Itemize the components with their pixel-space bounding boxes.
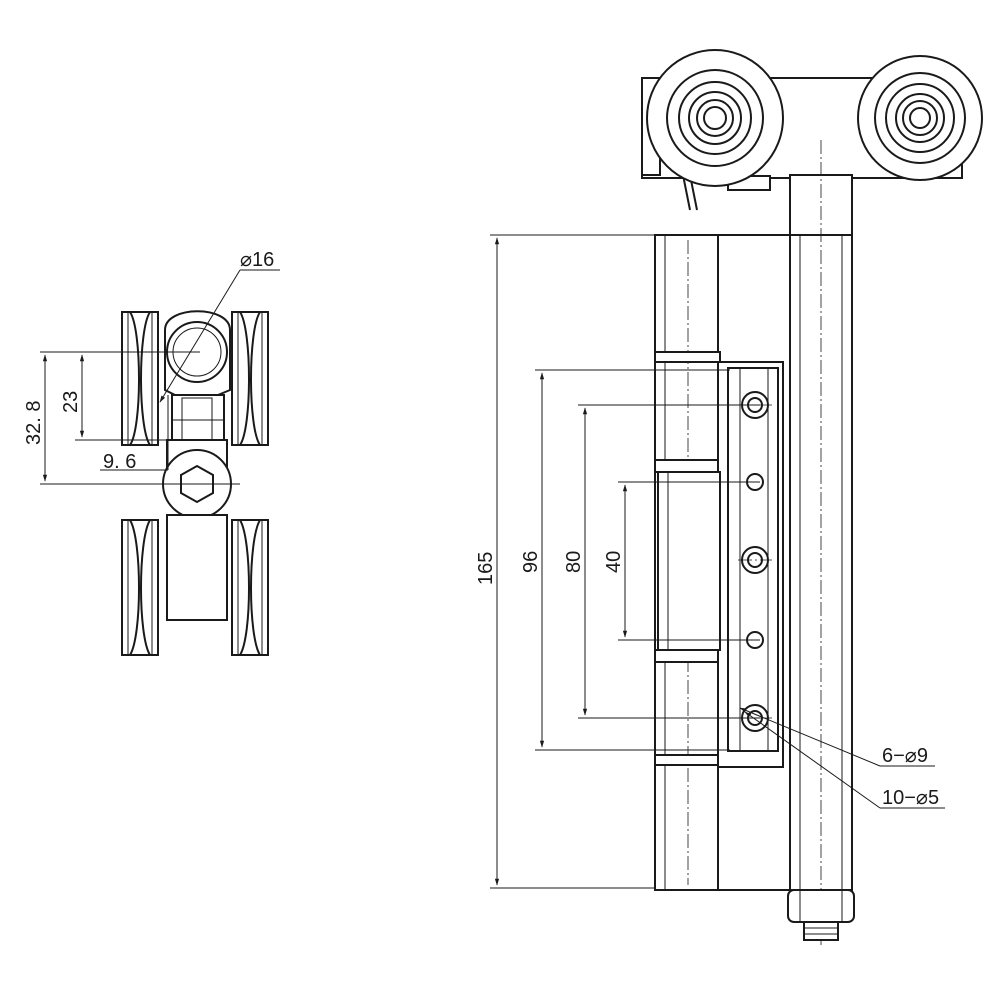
front-pin-column [789, 140, 853, 945]
front-left-wheel [646, 49, 784, 187]
dim-label-96: 96 [520, 551, 542, 573]
dim-label-10-d5: 10−⌀5 [882, 787, 939, 809]
dim-label-80: 80 [563, 551, 585, 573]
side-upper-right-wheel [231, 311, 269, 446]
dim-label-diameter-16: ⌀16 [240, 249, 274, 271]
front-hinge-leaf [654, 234, 791, 891]
side-upper-left-wheel [121, 311, 159, 446]
dim-label-165: 165 [475, 552, 497, 585]
side-view: ⌀16 32. 8 23 9. 6 [23, 249, 280, 656]
front-right-wheel [857, 55, 983, 181]
side-hex-joint [162, 439, 232, 519]
front-bottom-nut [787, 889, 855, 941]
dim-label-32-8: 32. 8 [23, 401, 45, 445]
dim-label-6-d9: 6−⌀9 [882, 745, 928, 767]
dim-label-23: 23 [60, 391, 82, 413]
front-view: 165 96 80 40 6−⌀9 10−⌀5 [475, 49, 983, 945]
side-bracket [164, 310, 231, 451]
side-lower-left-wheel [121, 519, 159, 656]
side-dimensions [40, 269, 280, 485]
dim-label-9-6: 9. 6 [103, 451, 136, 473]
front-dimensions [490, 234, 945, 889]
dim-label-40: 40 [603, 551, 625, 573]
side-lower-right-wheel [231, 519, 269, 656]
hole-large [738, 546, 772, 574]
side-lower-body [166, 514, 228, 621]
